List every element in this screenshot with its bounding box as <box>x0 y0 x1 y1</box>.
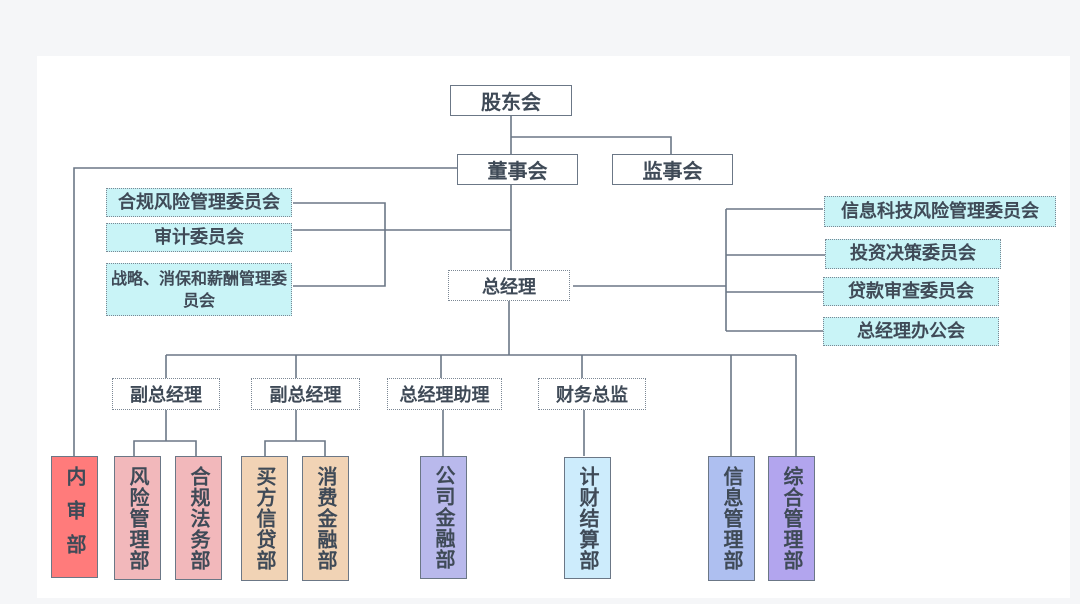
dept-finance-settlement[interactable]: 计财结算部 <box>564 457 611 579</box>
connector <box>293 202 386 287</box>
exec-gm-assistant[interactable]: 总经理助理 <box>387 378 502 410</box>
dept-risk-management[interactable]: 风险管理部 <box>114 456 161 580</box>
exec-deputy-gm-2[interactable]: 副总经理 <box>251 378 360 410</box>
committee-strategy-consumer-pay[interactable]: 战略、消保和薪酬管理委员会 <box>106 263 292 316</box>
committee-audit[interactable]: 审计委员会 <box>106 223 292 252</box>
node-board[interactable]: 董事会 <box>457 154 578 185</box>
dept-buyer-credit[interactable]: 买方信贷部 <box>241 456 288 581</box>
exec-cfo[interactable]: 财务总监 <box>538 378 646 410</box>
dept-corporate-finance[interactable]: 公司金融部 <box>420 456 467 579</box>
dept-compliance-legal[interactable]: 合规法务部 <box>175 456 222 580</box>
dept-internal-audit[interactable]: 内审部 <box>51 456 98 578</box>
connector <box>264 440 326 456</box>
node-shareholders[interactable]: 股东会 <box>450 85 572 116</box>
connector <box>73 167 457 456</box>
committee-it-risk[interactable]: 信息科技风险管理委员会 <box>824 196 1056 227</box>
connector <box>133 440 197 456</box>
committee-investment[interactable]: 投资决策委员会 <box>825 239 1001 269</box>
dept-general-management[interactable]: 综合管理部 <box>768 456 815 581</box>
dept-consumer-finance[interactable]: 消费金融部 <box>302 456 349 581</box>
connector <box>511 136 672 155</box>
committee-loan-review[interactable]: 贷款审查委员会 <box>823 277 999 306</box>
committee-gm-office[interactable]: 总经理办公会 <box>823 317 999 346</box>
dept-information-management[interactable]: 信息管理部 <box>708 456 755 581</box>
node-supervisors[interactable]: 监事会 <box>612 154 733 185</box>
committee-compliance-risk[interactable]: 合规风险管理委员会 <box>106 188 292 217</box>
exec-deputy-gm-1[interactable]: 副总经理 <box>112 378 220 410</box>
node-general-manager[interactable]: 总经理 <box>448 270 570 301</box>
